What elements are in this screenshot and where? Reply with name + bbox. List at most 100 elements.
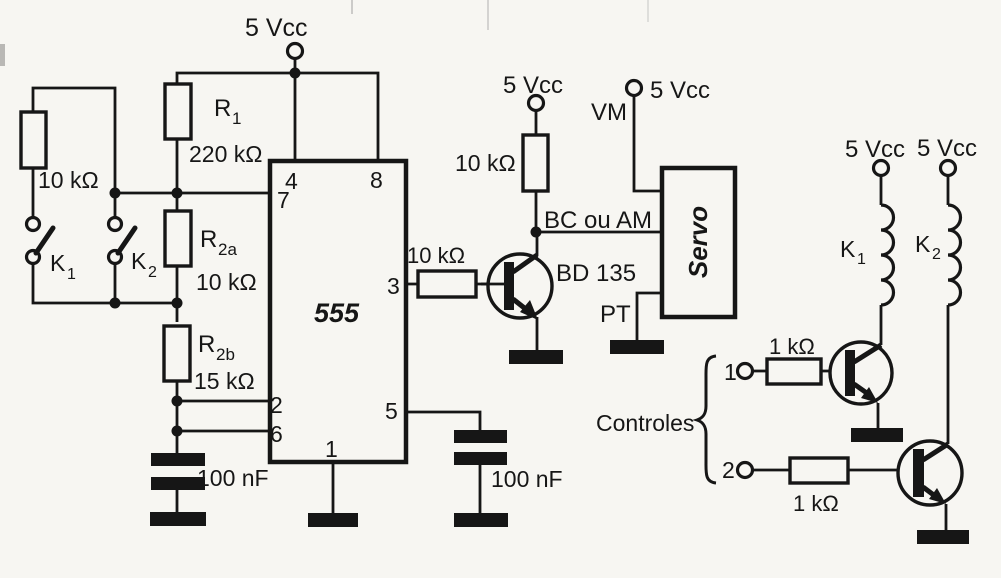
ic-555-body [267,158,409,465]
ground-icon [509,350,563,364]
ground-icon [917,530,969,544]
switch-k2 [106,215,138,266]
capacitor-plate-icon [454,430,507,443]
resistor-control2-1k [788,456,850,485]
capacitor-timing-value: 100 nF [197,465,269,491]
junction-dot [109,187,121,199]
transistor-collector-lead [921,441,950,463]
resistor-parallel-value: 10 kΩ [38,167,99,193]
ground-icon [610,340,664,354]
transistor-body-icon [486,252,554,320]
junction-dot [109,297,121,309]
resistor-base-value: 10 kΩ [407,243,465,268]
pin-7-label: 7 [277,187,290,213]
transistor-collector-lead [511,252,539,275]
servo-label: Servo [683,206,713,278]
resistor-r2b [162,324,192,383]
vcc-terminal-icon [526,93,546,113]
scan-artifacts [0,0,649,66]
junction-dot [171,395,183,407]
ground-icon [454,513,508,527]
capacitor-plate-icon [151,453,205,466]
servo-pt-label: PT [600,301,631,328]
switch-arm-icon [33,225,56,256]
resistor-control2-value: 1 kΩ [793,491,839,516]
transistor-control1 [828,340,894,406]
switch-contact-icon [24,215,42,233]
transistor-bd135-label: BD 135 [556,260,636,287]
vcc-label-ic: 5 Vcc [245,14,308,42]
resistor-r2a-label: R2a [200,226,237,259]
capacitor-control [454,430,507,465]
capacitor-plate-icon [151,477,205,490]
wire-vm [632,96,662,193]
scan-smudge [0,44,5,66]
transistor-base-bar [913,449,924,497]
capacitor-plate-icon [454,452,507,465]
switch-arm-icon [115,225,138,256]
ground-icon [308,513,358,527]
capacitor-timing [151,453,205,490]
relay-coil-k1 [880,203,896,307]
servo-module: Servo [659,165,738,320]
junction-dot [171,187,183,199]
signal-bc-ou-am-label: BC ou AM [544,207,652,234]
ground-icon [150,512,206,526]
terminal-2-label: 2 [722,457,735,483]
resistor-pullup-value: 10 kΩ [455,150,516,176]
transistor-body-icon [896,439,964,507]
emitter-arrow-icon [929,488,946,504]
vcc-label-k1: 5 Vcc [845,136,905,163]
vcc-terminal-icon [938,158,958,178]
relay-coil-k2 [947,203,963,307]
ic-555: 555 4 7 8 2 6 1 3 5 [267,158,409,465]
ground-symbols [150,340,969,544]
pin-4-label: 4 [285,168,298,194]
transistor-base-bar [504,262,514,310]
transistor-base-bar [845,350,855,396]
resistor-control1-value: 1 kΩ [769,334,815,359]
switch-contact-icon [106,215,124,233]
junction-dot [171,425,183,437]
resistor-pullup-10k [521,133,550,193]
emitter-arrow-icon [520,300,538,320]
resistor-r2b-value: 15 kΩ [194,368,255,394]
resistor-r2a [163,209,193,268]
vcc-terminal-icon [285,41,305,61]
switch-k1 [24,215,56,266]
ic-555-label: 555 [314,298,360,328]
resistor-base-10k [416,269,478,299]
pin-1-label: 1 [325,436,338,462]
resistor-r1 [163,82,193,141]
vcc-terminal-icon [624,78,644,98]
resistor-r2b-label: R2b [198,331,235,364]
pin-5-label: 5 [385,398,398,424]
pin-6-label: 6 [270,421,283,447]
ground-icon [851,428,903,442]
terminal-1-label: 1 [724,359,737,385]
controls-brace-icon [692,354,717,485]
pin-3-label: 3 [387,273,400,299]
wires [31,59,950,530]
junction-dot [289,67,301,79]
resistor-r1-label: R1 [214,95,241,128]
servo-vm-label: VM [591,99,627,126]
wire-left-network [31,86,270,512]
pin-8-label: 8 [370,167,383,193]
vcc-label-k2: 5 Vcc [917,135,977,162]
resistor-r2a-value: 10 kΩ [196,269,257,295]
control-terminal-2-icon [735,460,755,480]
junction-dots [109,67,542,437]
wire-pin5-cap [406,410,482,513]
capacitor-control-value: 100 nF [491,466,563,492]
wire-pt-ground [635,291,662,340]
transistor-body-icon [828,340,894,406]
vcc-terminal-icon [871,158,891,178]
